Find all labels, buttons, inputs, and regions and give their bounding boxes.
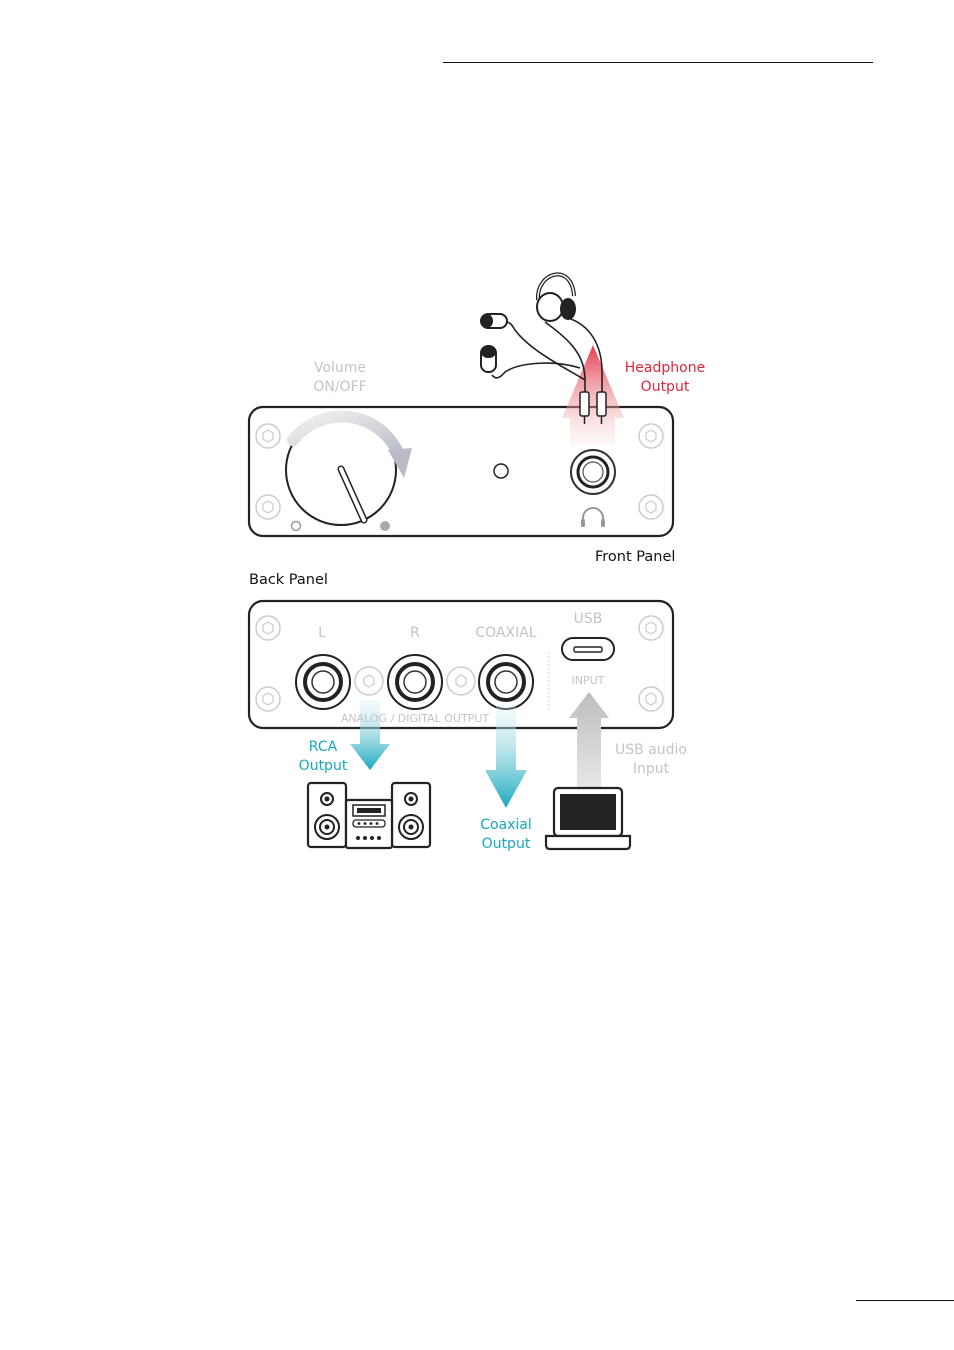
cables — [491, 317, 603, 392]
headphone-output-arrow — [562, 345, 624, 445]
coaxial-output-label: Coaxial Output — [480, 817, 532, 852]
coaxial-jack — [478, 654, 534, 710]
volume-rotation-arrow — [287, 410, 412, 478]
headphone-symbol-icon — [581, 507, 605, 527]
jack-label-r: R — [410, 625, 420, 641]
jack-label-coaxial: COAXIAL — [475, 625, 537, 641]
rca-jack-left — [295, 654, 351, 710]
rca-jack-right — [387, 654, 443, 710]
footer-rule — [856, 1300, 954, 1301]
jack-label-l: L — [318, 625, 326, 641]
back-screw-mid-left — [354, 666, 384, 696]
back-screw-bottom-right — [638, 686, 664, 712]
front-panel — [247, 405, 675, 538]
front-panel-label: Front Panel — [595, 549, 676, 565]
usb-audio-input-label: USB audio Input — [615, 742, 687, 777]
front-screw-bottom-left — [255, 494, 281, 520]
volume-knob — [285, 414, 397, 532]
headphones-icon — [535, 272, 576, 322]
back-screw-top-left — [255, 615, 281, 641]
front-screw-top-left — [255, 423, 281, 449]
header-rule — [443, 62, 873, 63]
front-screw-bottom-right — [638, 494, 664, 520]
headphone-plugs — [579, 391, 607, 424]
earbuds-icon — [480, 313, 508, 373]
usb-input-arrow — [569, 692, 609, 806]
headphone-output-label: Headphone Output — [624, 360, 706, 395]
stereo-system-icon — [306, 781, 432, 850]
back-panel — [247, 599, 675, 730]
power-indicator — [493, 463, 509, 479]
back-screw-bottom-left — [255, 686, 281, 712]
back-screw-top-right — [638, 615, 664, 641]
rca-output-label: RCA Output — [298, 739, 348, 774]
usb-input-label: INPUT — [571, 674, 605, 687]
back-screw-mid-right — [446, 666, 476, 696]
analog-digital-output-label: ANALOG / DIGITAL OUTPUT — [340, 712, 490, 725]
rca-output-arrow — [350, 700, 390, 770]
back-panel-label: Back Panel — [249, 572, 328, 588]
usb-label: USB — [573, 611, 603, 627]
coaxial-output-arrow — [485, 705, 527, 808]
laptop-icon — [544, 786, 632, 851]
usb-port — [561, 637, 615, 661]
volume-label: Volume ON/OFF — [313, 360, 367, 395]
front-screw-top-right — [638, 423, 664, 449]
headphone-jack — [570, 449, 616, 495]
